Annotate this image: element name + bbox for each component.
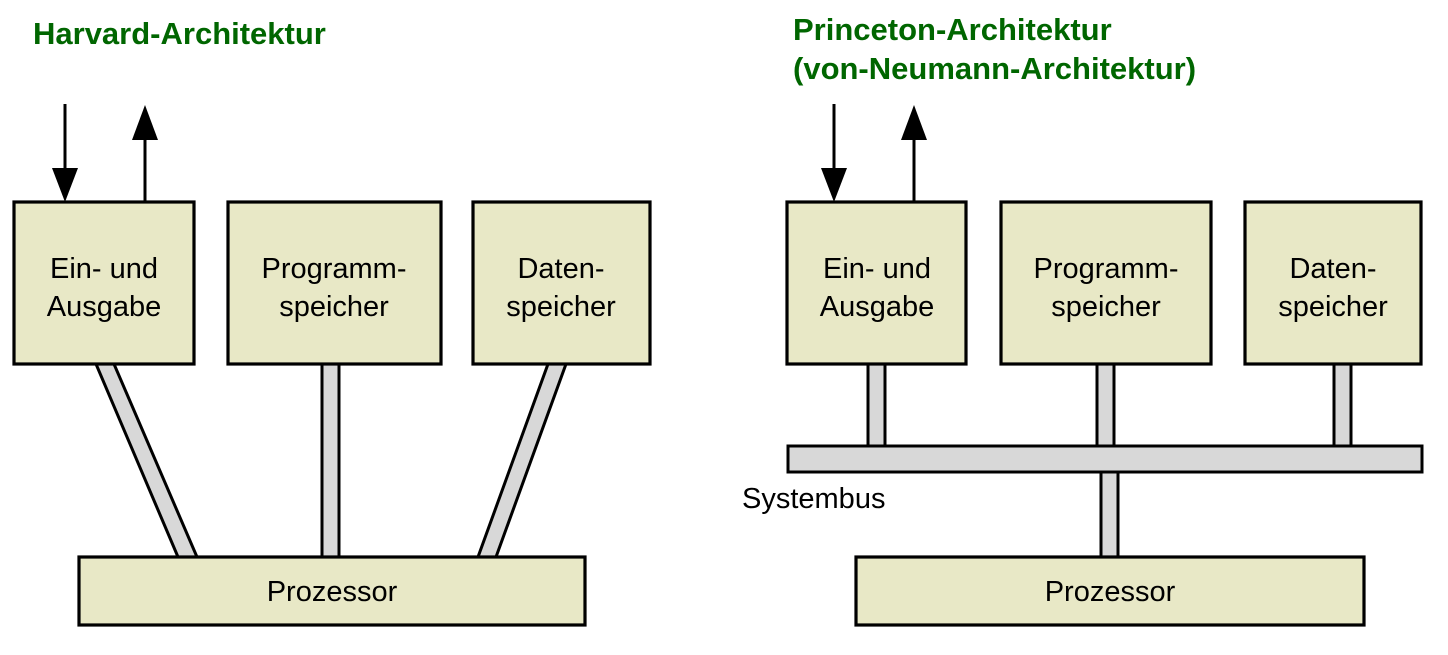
princeton-box-io-label-line1: Ein- und (823, 253, 931, 285)
princeton-diagram: Princeton-Architektur (von-Neumann-Archi… (742, 12, 1424, 627)
princeton-title-line2: (von-Neumann-Architektur) (793, 51, 1196, 86)
harvard-box-io-label-line1: Ein- und (50, 253, 158, 285)
harvard-output-arrow-icon (132, 105, 158, 202)
harvard-box-io-label-line2: Ausgabe (47, 291, 162, 323)
princeton-box-progmem-label-line1: Programm- (1033, 253, 1178, 285)
princeton-input-arrow-icon (821, 104, 847, 202)
harvard-bus-io-to-cpu (93, 362, 200, 559)
harvard-diagram: Harvard-Architektur Ein- und Ausgab (12, 16, 652, 627)
harvard-title: Harvard-Architektur (33, 16, 326, 51)
princeton-box-datamem-label-line1: Daten- (1289, 253, 1376, 285)
princeton-bus-stub-io (866, 362, 887, 450)
princeton-bus-stub-progmem (1095, 362, 1116, 450)
princeton-box-cpu-label: Prozessor (1045, 576, 1176, 608)
princeton-system-bus-caption: Systembus (742, 483, 885, 515)
harvard-box-datamem: Daten- speicher (471, 200, 652, 366)
princeton-title-line1: Princeton-Architektur (793, 12, 1112, 47)
princeton-box-datamem-label-line2: speicher (1278, 291, 1388, 323)
princeton-box-cpu: Prozessor (854, 555, 1366, 627)
harvard-bus-progmem-to-cpu (320, 362, 341, 560)
princeton-bus-stub-datamem (1332, 362, 1353, 450)
harvard-box-progmem-label-line2: speicher (279, 291, 389, 323)
princeton-box-io-label-line2: Ausgabe (820, 291, 935, 323)
princeton-box-progmem-label-line2: speicher (1051, 291, 1161, 323)
princeton-box-datamem: Daten- speicher (1243, 200, 1423, 366)
harvard-input-arrow-icon (52, 104, 78, 202)
harvard-box-progmem-label-line1: Programm- (261, 253, 406, 285)
harvard-box-cpu-label: Prozessor (267, 576, 398, 608)
harvard-box-cpu: Prozessor (77, 555, 587, 627)
princeton-bus-stub-cpu (1099, 468, 1120, 560)
harvard-box-io: Ein- und Ausgabe (12, 200, 196, 366)
princeton-box-progmem: Programm- speicher (999, 200, 1213, 366)
harvard-box-datamem-label-line2: speicher (506, 291, 616, 323)
princeton-system-bus-bar (786, 444, 1424, 474)
princeton-box-io: Ein- und Ausgabe (785, 200, 968, 366)
harvard-box-progmem: Programm- speicher (226, 200, 443, 366)
princeton-output-arrow-icon (901, 105, 927, 202)
harvard-box-datamem-label-line1: Daten- (517, 253, 604, 285)
harvard-bus-datamem-to-cpu (475, 362, 569, 559)
